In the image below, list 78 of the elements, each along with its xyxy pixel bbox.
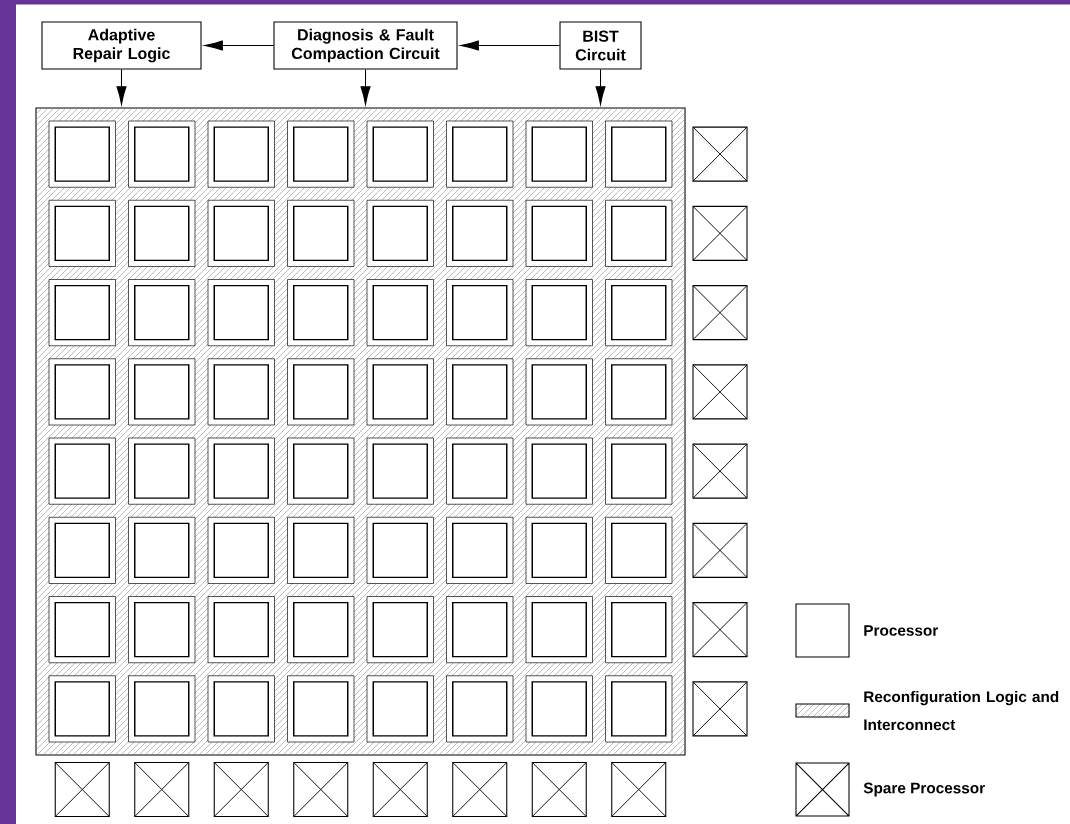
spare-processor-box: [293, 761, 349, 818]
processor-box: [531, 284, 587, 341]
spare-processor-box: [213, 761, 269, 818]
processor-box: [452, 443, 508, 499]
legend-label: Spare Processor: [863, 782, 985, 797]
processor-box: [213, 443, 269, 499]
processor-box: [134, 443, 190, 499]
processor-box: [452, 284, 508, 341]
processor-box: [452, 681, 508, 737]
processor-box: [372, 364, 428, 420]
processor-box: [213, 601, 269, 658]
spare-processor-box: [531, 761, 587, 818]
processor-box: [372, 284, 428, 341]
processor-box: [293, 681, 349, 737]
processor-box: [213, 364, 269, 420]
processor-box: [452, 126, 508, 182]
processor-box: [611, 364, 667, 420]
spare-processor-box: [372, 761, 428, 818]
processor-box: [213, 284, 269, 341]
processor-box: [134, 205, 190, 262]
processor-box: [293, 126, 349, 182]
processor-box: [134, 681, 190, 737]
processor-box: [54, 522, 110, 579]
processor-box: [452, 364, 508, 420]
processor-box: [531, 205, 587, 262]
processor-box: [213, 681, 269, 737]
legend-label: Reconfiguration Logic and Interconnect: [864, 690, 1059, 731]
processor-box: [611, 601, 667, 658]
spare-processor-box: [134, 761, 190, 818]
processor-box: [54, 443, 110, 499]
processor-box: [293, 205, 349, 262]
processor-box: [611, 522, 667, 579]
processor-box: [372, 681, 428, 737]
processor-box: [293, 522, 349, 579]
processor-box: [134, 126, 190, 182]
processor-box: [293, 443, 349, 499]
processor-box: [531, 681, 587, 737]
processor-box: [213, 126, 269, 182]
processor-box: [213, 205, 269, 262]
processor-box: [293, 601, 349, 658]
processor-box: [134, 601, 190, 658]
spare-processor-box: [611, 761, 667, 818]
processor-box: [531, 522, 587, 579]
processor-box: [611, 205, 667, 262]
circuit-box: Diagnosis & Fault Compaction Circuit: [273, 21, 458, 70]
processor-box: [54, 364, 110, 420]
processor-box: [372, 522, 428, 579]
processor-box: [213, 522, 269, 579]
spare-processor-box: [54, 761, 110, 818]
processor-box: [372, 205, 428, 262]
circuit-box: Adaptive Repair Logic: [41, 21, 202, 70]
processor-box: [372, 601, 428, 658]
processor-box: [452, 601, 508, 658]
processor-box: [134, 522, 190, 579]
spare-processor-box: [452, 761, 508, 818]
processor-box: [293, 364, 349, 420]
processor-box: [54, 284, 110, 341]
processor-box: [54, 126, 110, 182]
legend-label: Processor: [864, 625, 939, 636]
processor-box: [54, 601, 110, 658]
processor-box: [611, 284, 667, 341]
processor-box: [372, 443, 428, 499]
processor-box: [134, 284, 190, 341]
processor-box: [452, 205, 508, 262]
processor-box: [372, 126, 428, 182]
processor-box: [54, 205, 110, 262]
processor-box: [611, 681, 667, 737]
processor-box: [531, 364, 587, 420]
processor-box: [531, 443, 587, 499]
processor-box: [134, 364, 190, 420]
processor-box: [611, 443, 667, 499]
processor-box: [452, 522, 508, 579]
processor-box: [611, 126, 667, 182]
processor-box: [54, 681, 110, 737]
processor-box: [293, 284, 349, 341]
processor-box: [531, 126, 587, 182]
circuit-box: BIST Circuit: [559, 21, 642, 70]
processor-box: [531, 601, 587, 658]
